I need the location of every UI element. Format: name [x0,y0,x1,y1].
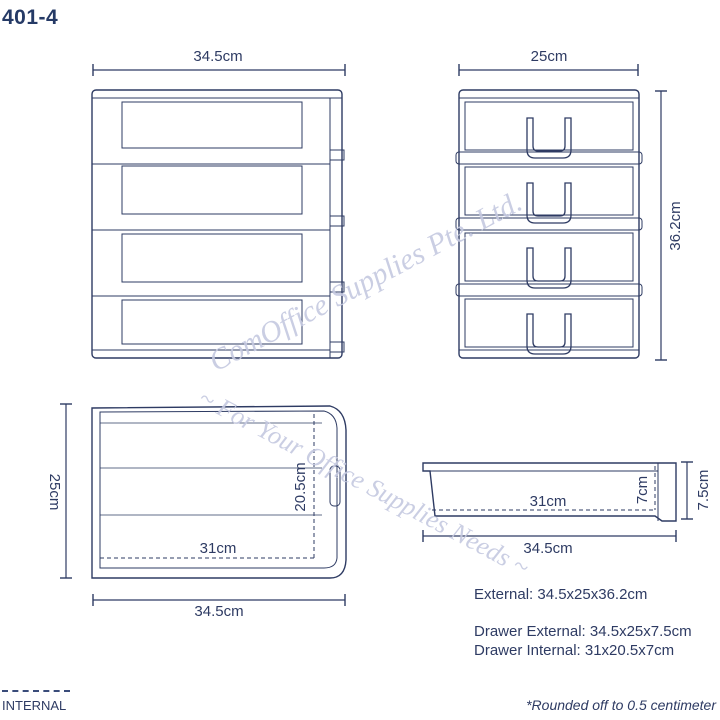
spec-drawer-internal: Drawer Internal: 31x20.5x7cm [474,642,675,659]
model-code: 401-4 [2,6,59,29]
front-drawer-2 [91,163,331,231]
front-drawer-1 [91,97,331,165]
side-view [455,64,667,361]
drawer-internal-width-label: 31cm [530,493,567,510]
top-internal-depth-label: 20.5cm [292,462,309,511]
watermark: ComOffice Supplies Pte. Ltd. ~ For Your … [194,185,534,582]
drawer-width-label: 34.5cm [523,540,572,557]
drawer-height-label: 7.5cm [695,470,712,511]
drawer-handle-icons [526,117,572,355]
front-view [91,64,346,359]
front-drawer-4 [91,295,331,351]
side-height-label: 36.2cm [667,201,684,250]
internal-legend-label: INTERNAL [2,698,67,713]
drawer-internal-height-label: 7cm [634,476,651,504]
top-width-label: 34.5cm [194,603,243,620]
cabinet-side-outline [458,89,640,359]
top-view [60,403,347,606]
tray-top-outline [91,405,347,579]
top-internal-width-label: 31cm [200,540,237,557]
drawer-view [422,461,693,542]
front-drawer-3 [91,229,331,297]
spec-external: External: 34.5x25x36.2cm [474,586,648,603]
side-depth-label: 25cm [531,48,568,65]
footnote: *Rounded off to 0.5 centimeter [526,697,716,713]
watermark-tagline: ~ For Your Office Supplies Needs ~ [194,383,534,582]
top-depth-label: 25cm [46,474,63,511]
spec-drawer-external: Drawer External: 34.5x25x7.5cm [474,623,692,640]
front-width-label: 34.5cm [193,48,242,65]
internal-legend-swatch [2,690,70,692]
